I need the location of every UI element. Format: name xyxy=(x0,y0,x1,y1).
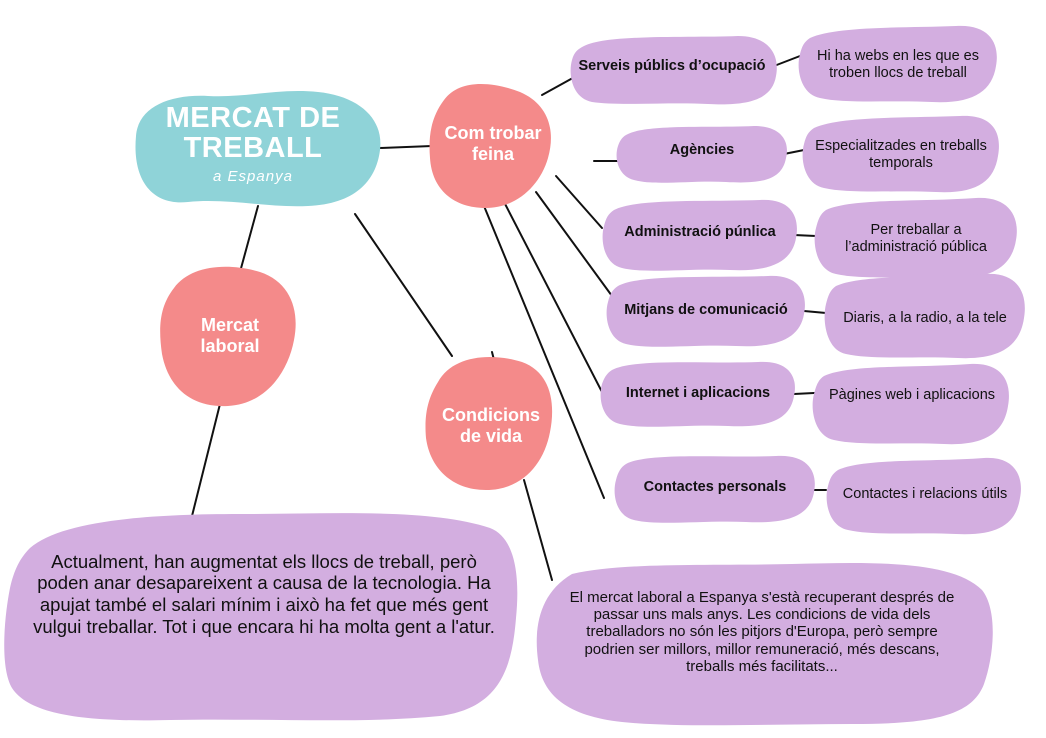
link-feina-item-5 xyxy=(483,205,605,499)
item-desc-5: Contactes i relacions útils xyxy=(842,485,1008,502)
root-node: MERCAT DE TREBALL a Espanya xyxy=(138,94,368,194)
link-feina-item-4 xyxy=(501,197,603,393)
link-root-mercat xyxy=(239,205,259,273)
link-feina-item-3 xyxy=(535,191,613,297)
item-label-1: Agències xyxy=(669,141,735,158)
feina-blob xyxy=(429,83,551,208)
item-label-5: Contactes personals xyxy=(643,478,787,495)
branch-com-trobar-feina: Com trobar feina xyxy=(444,123,542,164)
link-desc-0 xyxy=(773,55,801,67)
item-blob-1 xyxy=(616,126,787,183)
item-desc-3: Diaris, a la radio, a la tele xyxy=(843,309,1007,326)
link-condicions-text xyxy=(523,479,553,581)
item-label-0: Serveis públics d’ocupació xyxy=(578,57,766,74)
item-blob-3 xyxy=(606,275,805,347)
link-mercat-text xyxy=(191,403,221,517)
desc-blob-1 xyxy=(802,115,999,193)
desc-blob-5 xyxy=(826,457,1021,535)
desc-blob-3 xyxy=(824,273,1025,359)
condicions-blob xyxy=(425,356,553,490)
condicions-text: El mercat laboral a Espanya s'està recup… xyxy=(569,588,955,676)
item-desc-4: Pàgines web i aplicacions xyxy=(828,386,996,403)
link-desc-1 xyxy=(783,149,805,155)
mercat-text-blob xyxy=(4,513,518,721)
link-root-condicions xyxy=(354,213,453,357)
link-desc-3 xyxy=(803,310,827,314)
item-blob-5 xyxy=(614,455,815,523)
branch-condicions-de-vida: Condicions de vida xyxy=(442,405,540,446)
item-label-2: Administració púnlica xyxy=(624,223,776,240)
root-subtitle: a Espanya xyxy=(213,167,293,185)
link-feina-item-2 xyxy=(555,175,603,229)
item-desc-1: Especialitzades en treballs temporals xyxy=(815,138,987,171)
link-root-feina xyxy=(379,145,433,149)
condicions-text-blob xyxy=(536,563,993,726)
item-blob-0 xyxy=(570,36,777,105)
item-blob-2 xyxy=(602,199,797,271)
root-title: MERCAT DE TREBALL xyxy=(165,101,341,165)
item-desc-2: Per treballar a l’administració pública xyxy=(845,222,987,255)
desc-blob-2 xyxy=(814,197,1017,279)
root-blob xyxy=(135,91,381,207)
mercat-blob xyxy=(160,266,296,407)
desc-blob-0 xyxy=(798,25,997,103)
item-label-4: Internet i aplicacions xyxy=(625,384,771,401)
branch-mercat-laboral: Mercat laboral xyxy=(200,315,260,356)
link-desc-4 xyxy=(793,392,815,395)
desc-blob-4 xyxy=(812,363,1009,445)
mercat-laboral-text: Actualment, han augmentat els llocs de t… xyxy=(33,550,495,637)
item-label-3: Mitjans de comunicació xyxy=(624,301,788,318)
link-desc-2 xyxy=(793,234,817,237)
item-desc-0: Hi ha webs en les que es troben llocs de… xyxy=(816,48,979,81)
item-blob-4 xyxy=(600,361,795,427)
